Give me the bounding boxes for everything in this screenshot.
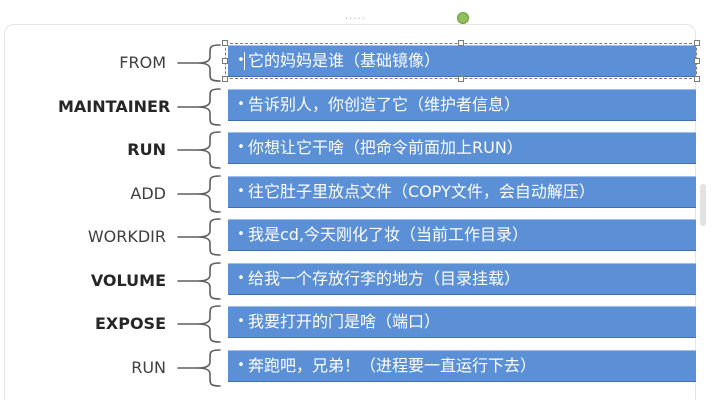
diagram-row: RUN •奔跑吧，兄弟！（进程要一直运行下去） xyxy=(0,348,722,387)
resize-handle-top-mid[interactable] xyxy=(458,40,464,46)
description-text: 给我一个存放行李的地方（目录挂载） xyxy=(248,268,521,288)
diagram-row: MAINTAINER •告诉别人，你创造了它（维护者信息） xyxy=(0,87,722,126)
keyword-label: VOLUME xyxy=(90,270,166,290)
description-box[interactable]: •它的妈妈是谁（基础镜像） xyxy=(228,45,696,77)
bullet-icon: • xyxy=(237,270,245,286)
resize-handle-bottom-mid[interactable] xyxy=(458,76,464,82)
description-box[interactable]: •往它肚子里放点文件（COPY文件，会自动解压） xyxy=(228,175,696,208)
resize-handle-bottom-right[interactable] xyxy=(694,76,700,82)
curly-brace-connector xyxy=(177,87,221,126)
resize-handle-mid-left[interactable] xyxy=(222,58,228,64)
resize-handle-top-right[interactable] xyxy=(694,40,700,46)
rotate-handle-icon[interactable] xyxy=(457,12,469,24)
description-text: 我要打开的门是啥（端口） xyxy=(248,312,441,331)
diagram-row: WORKDIR •我是cd,今天刚化了妆（当前工作目录） xyxy=(0,218,722,256)
bullet-icon: • xyxy=(237,140,245,155)
description-box[interactable]: •告诉别人，你创造了它（维护者信息） xyxy=(228,88,696,121)
diagram-row: FROM •它的妈妈是谁（基础镜像） xyxy=(0,44,722,82)
description-text: 告诉别人，你创造了它（维护者信息） xyxy=(248,94,521,114)
keyword-label: MAINTAINER xyxy=(58,96,171,116)
curly-brace-connector xyxy=(177,305,221,343)
keyword-label: WORKDIR xyxy=(87,227,166,246)
bullet-icon: • xyxy=(237,183,245,199)
bullet-icon: • xyxy=(237,53,245,68)
description-text: 我是cd,今天刚化了妆（当前工作目录） xyxy=(248,225,529,244)
description-box[interactable]: •奔跑吧，兄弟！（进程要一直运行下去） xyxy=(228,349,696,382)
description-box[interactable]: •给我一个存放行李的地方（目录挂载） xyxy=(228,262,696,295)
keyword-label: RUN xyxy=(127,140,166,159)
curly-brace-connector xyxy=(177,131,221,169)
bullet-icon: • xyxy=(237,357,245,373)
curly-brace-connector xyxy=(177,218,221,256)
text-caret xyxy=(244,52,245,70)
bullet-icon: • xyxy=(237,314,245,329)
resize-handle-mid-right[interactable] xyxy=(694,58,700,64)
description-text: 往它肚子里放点文件（COPY文件，会自动解压） xyxy=(248,181,595,201)
curly-brace-connector xyxy=(177,174,221,213)
curly-brace-connector xyxy=(177,348,221,387)
keyword-label: FROM xyxy=(119,53,166,72)
bullet-icon: • xyxy=(237,227,245,242)
diagram-row: ADD •往它肚子里放点文件（COPY文件，会自动解压） xyxy=(0,174,722,213)
resize-handle-top-left[interactable] xyxy=(222,40,228,46)
keyword-label: RUN xyxy=(131,357,166,377)
vertical-scrollbar[interactable] xyxy=(700,184,706,226)
diagram-row: VOLUME •给我一个存放行李的地方（目录挂载） xyxy=(0,261,722,300)
resize-handle-bottom-left[interactable] xyxy=(222,76,228,82)
diagram-row: RUN •你想让它干啥（把命令前面加上RUN） xyxy=(0,131,722,169)
description-text: 它的妈妈是谁（基础镜像） xyxy=(248,51,441,70)
keyword-label: EXPOSE xyxy=(94,314,166,333)
description-box[interactable]: •我要打开的门是啥（端口） xyxy=(228,306,696,338)
description-text: 你想让它干啥（把命令前面加上RUN） xyxy=(248,138,523,157)
description-box[interactable]: •你想让它干啥（把命令前面加上RUN） xyxy=(228,132,696,164)
curly-brace-connector xyxy=(177,44,221,82)
bullet-icon: • xyxy=(237,96,245,112)
diagram-row: EXPOSE •我要打开的门是啥（端口） xyxy=(0,305,722,343)
description-text: 奔跑吧，兄弟！（进程要一直运行下去） xyxy=(248,355,537,375)
drag-grip-dots[interactable]: ····· xyxy=(345,14,366,25)
keyword-label: ADD xyxy=(130,183,166,203)
curly-brace-connector xyxy=(177,261,221,300)
description-box[interactable]: •我是cd,今天刚化了妆（当前工作目录） xyxy=(228,219,696,251)
